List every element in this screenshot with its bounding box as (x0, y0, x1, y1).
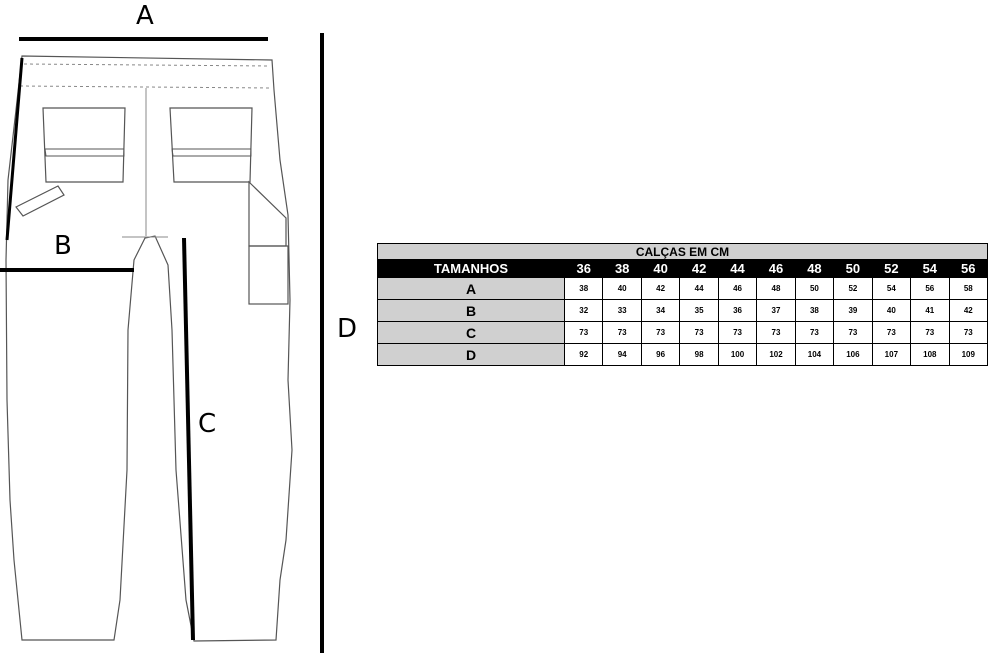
size-header: 42 (679, 259, 719, 278)
table-cell: 73 (910, 321, 950, 344)
size-header: 48 (794, 259, 835, 278)
table-title-row: CALÇAS EM CM (377, 243, 988, 260)
table-cell: 50 (794, 277, 835, 300)
back-pocket-left-flap (44, 148, 125, 157)
table-cell: 73 (563, 321, 604, 344)
table-cell: 40 (871, 299, 912, 322)
cargo-pocket (248, 245, 289, 305)
size-header: 46 (756, 259, 796, 278)
size-header: 38 (602, 259, 642, 278)
table-cell: 33 (602, 299, 642, 322)
table-cell: 92 (563, 343, 604, 366)
table-header-label: TAMANHOS (377, 259, 565, 278)
table-cell: 42 (640, 277, 681, 300)
table-cell: 37 (756, 299, 796, 322)
table-cell: 58 (948, 277, 989, 300)
measure-line-c (182, 237, 195, 641)
label-a: A (136, 1, 154, 31)
row-label: B (377, 299, 565, 322)
table-cell: 41 (910, 299, 950, 322)
table-cell: 42 (948, 299, 989, 322)
row-label: A (377, 277, 565, 300)
table-cell: 98 (679, 343, 719, 366)
row-label: D (377, 343, 565, 366)
table-cell: 94 (602, 343, 642, 366)
label-c: C (198, 409, 216, 439)
pants-outline (5, 55, 293, 642)
table-cell: 73 (948, 321, 989, 344)
label-b: B (54, 231, 72, 261)
table-cell: 56 (910, 277, 950, 300)
back-pocket-right-flap (171, 148, 252, 157)
table-cell: 52 (833, 277, 873, 300)
table-cell: 73 (756, 321, 796, 344)
table-cell: 108 (910, 343, 950, 366)
table-cell: 104 (794, 343, 835, 366)
size-header: 54 (910, 259, 950, 278)
table-cell: 73 (717, 321, 758, 344)
table-cell: 100 (717, 343, 758, 366)
table-cell: 107 (871, 343, 912, 366)
table-cell: 73 (871, 321, 912, 344)
table-cell: 73 (640, 321, 681, 344)
table-cell: 34 (640, 299, 681, 322)
size-header: 44 (717, 259, 758, 278)
table-cell: 36 (717, 299, 758, 322)
label-d: D (337, 314, 357, 344)
table-cell: 40 (602, 277, 642, 300)
table-cell: 48 (756, 277, 796, 300)
table-cell: 73 (794, 321, 835, 344)
size-header: 52 (871, 259, 912, 278)
size-header: 56 (948, 259, 989, 278)
table-cell: 102 (756, 343, 796, 366)
size-header: 40 (640, 259, 681, 278)
side-tab (15, 185, 65, 217)
table-cell: 38 (794, 299, 835, 322)
table-cell: 109 (948, 343, 989, 366)
waistband-stitch-bottom (19, 85, 273, 89)
back-pocket-right (169, 107, 253, 183)
table-cell: 73 (833, 321, 873, 344)
row-label: C (377, 321, 565, 344)
table-cell: 38 (563, 277, 604, 300)
size-header: 50 (833, 259, 873, 278)
table-cell: 54 (871, 277, 912, 300)
table-cell: 96 (640, 343, 681, 366)
measure-line-left-edge (5, 57, 24, 241)
table-cell: 46 (717, 277, 758, 300)
back-pocket-left (42, 107, 126, 183)
size-header: 36 (563, 259, 604, 278)
table-title: CALÇAS EM CM (377, 243, 988, 260)
table-cell: 73 (602, 321, 642, 344)
table-cell: 106 (833, 343, 873, 366)
table-cell: 39 (833, 299, 873, 322)
table-cell: 32 (563, 299, 604, 322)
waistband-stitch-top (23, 63, 271, 67)
table-cell: 35 (679, 299, 719, 322)
table-cell: 44 (679, 277, 719, 300)
table-cell: 73 (679, 321, 719, 344)
